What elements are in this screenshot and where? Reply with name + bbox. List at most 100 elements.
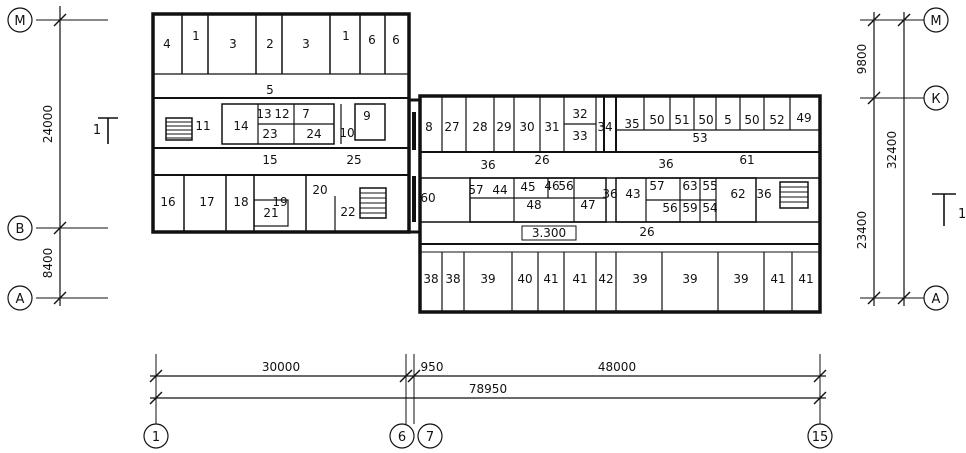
room-number-label: 63 bbox=[682, 179, 697, 193]
dim-right-23400: 23400 bbox=[855, 211, 869, 249]
axis-label-left-a: А bbox=[16, 292, 25, 307]
left-wing bbox=[151, 12, 411, 234]
room-number-label: 56 bbox=[662, 201, 677, 215]
left-dimension-chain bbox=[7, 6, 118, 311]
axis-label-right-m: М bbox=[930, 14, 941, 29]
room-number-label: 36 bbox=[602, 187, 617, 201]
room-number-label: 46 bbox=[544, 179, 559, 193]
axis-label-bottom-6: 6 bbox=[398, 430, 406, 445]
room-number-label: 61 bbox=[739, 153, 754, 167]
room-number-label: 39 bbox=[682, 272, 697, 286]
room-number-label: 2 bbox=[266, 37, 274, 51]
room-number-label: 8 bbox=[425, 120, 433, 134]
dim-bottom-950: 950 bbox=[421, 360, 444, 374]
room-number-label: 55 bbox=[702, 179, 717, 193]
room-number-label: 34 bbox=[597, 120, 612, 134]
room-number-label: 11 bbox=[195, 119, 210, 133]
axis-label-bottom-1: 1 bbox=[152, 430, 160, 445]
axis-label-bottom-7: 7 bbox=[426, 430, 434, 445]
room-number-label: 10 bbox=[339, 126, 354, 140]
room-number-label: 50 bbox=[744, 113, 759, 127]
room-number-label: 54 bbox=[702, 201, 717, 215]
section-mark-left-label: 1 bbox=[93, 123, 101, 138]
dim-bottom-48000: 48000 bbox=[598, 360, 636, 374]
room-number-label: 50 bbox=[698, 113, 713, 127]
axis-label-left-b: В bbox=[16, 222, 25, 237]
room-number-label: 25 bbox=[346, 153, 361, 167]
room-number-label: 41 bbox=[572, 272, 587, 286]
room-number-label: 4 bbox=[163, 37, 171, 51]
room-number-label: 1 bbox=[342, 29, 350, 43]
room-number-label: 29 bbox=[496, 120, 511, 134]
room-number-label: 3 bbox=[302, 37, 310, 51]
room-number-label: 38 bbox=[423, 272, 438, 286]
dim-left-8400: 8400 bbox=[41, 248, 55, 279]
room-number-label: 50 bbox=[649, 113, 664, 127]
room-number-label: 43 bbox=[625, 187, 640, 201]
level-mark: 3.300 bbox=[532, 226, 566, 240]
room-number-label: 32 bbox=[572, 107, 587, 121]
room-number-label: 3 bbox=[229, 37, 237, 51]
room-number-label: 57 bbox=[468, 183, 483, 197]
bottom-dimension-chain bbox=[143, 354, 833, 449]
dim-left-24000: 24000 bbox=[41, 105, 55, 143]
room-number-label: 47 bbox=[580, 198, 595, 212]
room-number-label: 27 bbox=[444, 120, 459, 134]
room-number-label: 39 bbox=[733, 272, 748, 286]
room-number-label: 40 bbox=[517, 272, 532, 286]
dim-right-32400: 32400 bbox=[885, 131, 899, 169]
room-number-label: 5 bbox=[724, 113, 732, 127]
room-number-label: 6 bbox=[368, 33, 376, 47]
room-number-label: 36 bbox=[658, 157, 673, 171]
room-number-label: 36 bbox=[480, 158, 495, 172]
room-number-label: 45 bbox=[520, 180, 535, 194]
room-number-label: 21 bbox=[263, 206, 278, 220]
room-number-label: 15 bbox=[262, 153, 277, 167]
room-number-label: 59 bbox=[682, 201, 697, 215]
room-number-label: 56 bbox=[558, 179, 573, 193]
room-number-label: 23 bbox=[262, 127, 277, 141]
room-number-label: 62 bbox=[730, 187, 745, 201]
room-number-label: 57 bbox=[649, 179, 664, 193]
room-number-label: 16 bbox=[160, 195, 175, 209]
room-number-label: 39 bbox=[632, 272, 647, 286]
axis-label-bottom-15: 15 bbox=[812, 430, 829, 445]
room-number-label: 17 bbox=[199, 195, 214, 209]
right-wing bbox=[418, 94, 822, 314]
room-number-label: 1 bbox=[192, 29, 200, 43]
room-number-label: 7 bbox=[302, 107, 310, 121]
room-number-label: 12 bbox=[274, 107, 289, 121]
room-number-label: 60 bbox=[420, 191, 435, 205]
room-number-label: 18 bbox=[233, 195, 248, 209]
room-number-label: 35 bbox=[624, 117, 639, 131]
room-number-label: 24 bbox=[306, 127, 321, 141]
room-number-label: 36 bbox=[756, 187, 771, 201]
room-number-label: 42 bbox=[598, 272, 613, 286]
room-number-label: 39 bbox=[480, 272, 495, 286]
room-number-label: 22 bbox=[340, 205, 355, 219]
room-number-label: 41 bbox=[543, 272, 558, 286]
room-number-label: 14 bbox=[233, 119, 248, 133]
room-number-label: 19 bbox=[272, 195, 287, 209]
dim-bottom-78950: 78950 bbox=[469, 382, 507, 396]
room-number-label: 38 bbox=[445, 272, 460, 286]
room-number-label: 5 bbox=[266, 83, 274, 97]
room-number-label: 41 bbox=[770, 272, 785, 286]
room-number-label: 44 bbox=[492, 183, 507, 197]
right-dimension-chain bbox=[860, 7, 956, 311]
axis-label-right-k: К bbox=[931, 92, 940, 107]
room-number-label: 26 bbox=[639, 225, 654, 239]
room-number-label: 13 bbox=[256, 107, 271, 121]
link-block bbox=[409, 98, 420, 234]
section-mark-right-label: 1 bbox=[958, 207, 966, 222]
axis-label-right-a: А bbox=[932, 292, 941, 307]
room-number-label: 9 bbox=[363, 109, 371, 123]
room-number-label: 48 bbox=[526, 198, 541, 212]
dim-bottom-30000: 30000 bbox=[262, 360, 300, 374]
room-number-label: 51 bbox=[674, 113, 689, 127]
room-number-label: 20 bbox=[312, 183, 327, 197]
room-number-label: 33 bbox=[572, 129, 587, 143]
room-number-label: 6 bbox=[392, 33, 400, 47]
